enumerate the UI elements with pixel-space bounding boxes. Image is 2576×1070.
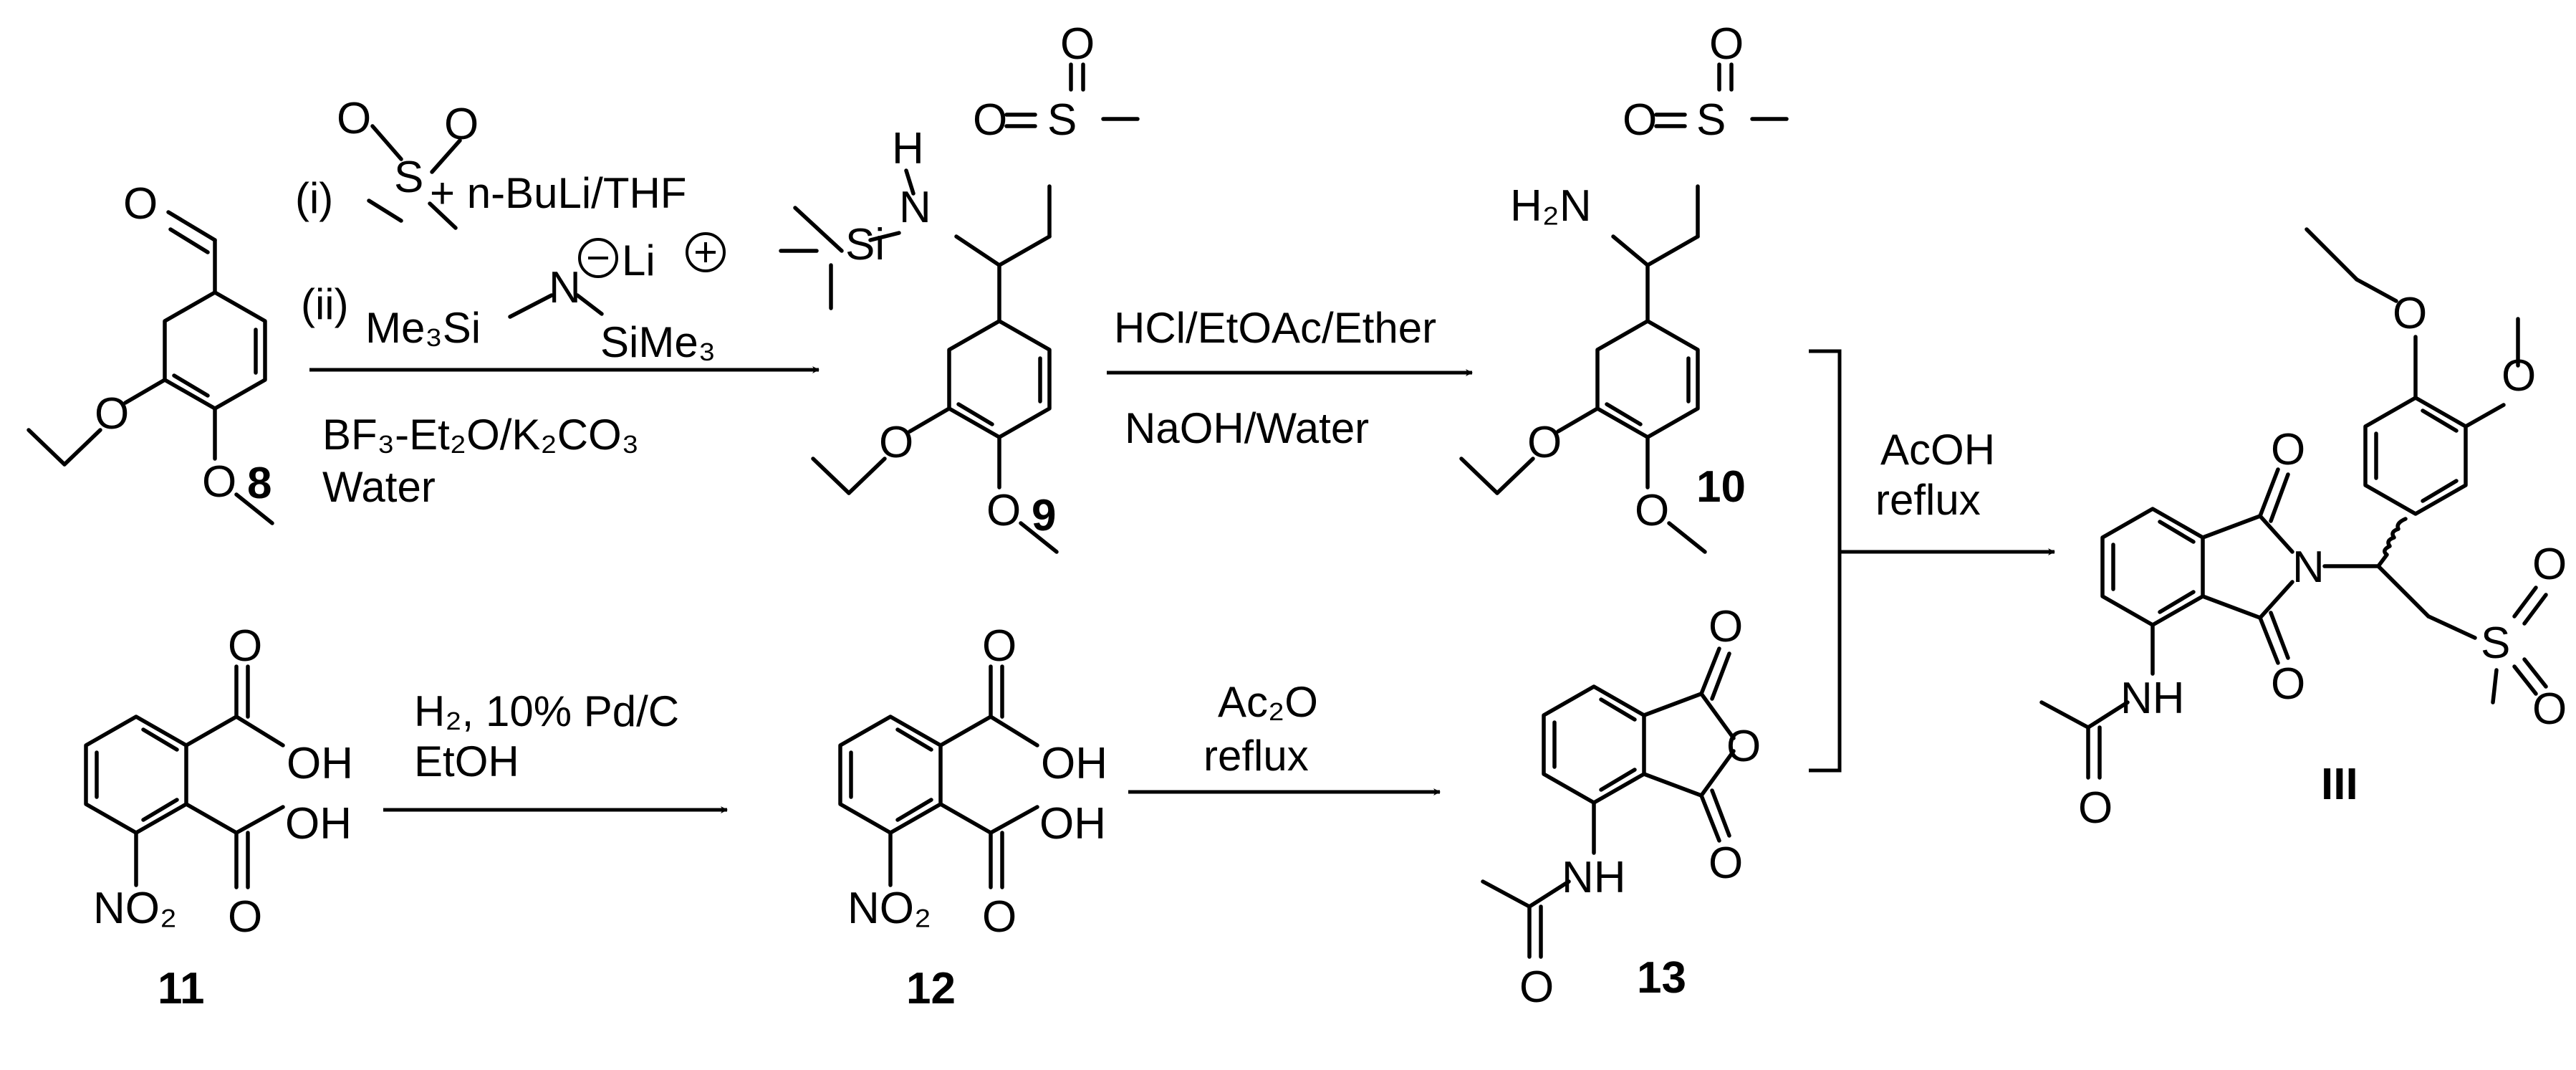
compound-9-si: Si: [845, 220, 885, 269]
compound-12-carboxyl-o2: O: [982, 892, 1017, 942]
compound-III-methoxy-o: O: [2501, 351, 2536, 401]
compound-12-carboxyl-o1: O: [982, 621, 1017, 671]
dmso-o-right: O: [444, 100, 479, 149]
compound-13-carbonyl-o2: O: [1708, 839, 1743, 888]
compound-9: H N Si O S O O O 9: [779, 19, 1140, 554]
compound-III-nh: NH: [2120, 674, 2185, 723]
compound-10-s: S: [1696, 95, 1726, 145]
compound-10: H₂N O S O O O 10: [1459, 19, 1789, 554]
compound-12: O OH OH O NO₂ 12: [838, 621, 1107, 1013]
compound-13-nh: NH: [1562, 853, 1626, 902]
step5-acoh: AcOH: [1880, 426, 1995, 474]
step4-ac2o: Ac₂O: [1218, 678, 1318, 726]
compound-III-sulfone-o1: O: [2532, 540, 2567, 589]
compound-9-sulfone-o2: O: [1060, 19, 1095, 69]
compound-8-label: 8: [247, 459, 271, 508]
compound-13-carbonyl-o1: O: [1708, 602, 1743, 651]
compound-9-n: N: [899, 183, 931, 232]
compound-11-carboxyl-o2: O: [228, 892, 262, 942]
dmso-o-left: O: [337, 94, 371, 143]
compound-10-methoxy-o: O: [1635, 486, 1669, 535]
convergence-bracket: [1809, 349, 1842, 773]
compound-8-ethoxy-o: O: [95, 389, 129, 439]
step3-h2-pd: H₂, 10% Pd/C: [414, 687, 679, 735]
step5-reflux: reflux: [1875, 476, 1981, 524]
compound-III-sulfone-o2: O: [2532, 684, 2567, 734]
compound-11: O OH OH O NO₂ 11: [84, 621, 353, 1013]
compound-10-h2n: H₂N: [1510, 181, 1592, 231]
compound-III-label: III: [2321, 760, 2358, 809]
compound-III-carbonyl-o1: O: [2271, 425, 2305, 474]
compound-11-oh2: OH: [285, 799, 352, 849]
compound-III: N O O NH O O O S O O III: [2039, 227, 2567, 833]
compound-9-methoxy-o: O: [986, 486, 1021, 535]
lihmds-li: Li: [622, 237, 655, 285]
compound-9-sulfone-o1: O: [973, 95, 1007, 145]
step2-hcl: HCl/EtOAc/Ether: [1114, 304, 1436, 352]
step1-bf3: BF₃-Et₂O/K₂CO₃: [322, 411, 639, 459]
compound-III-n: N: [2292, 543, 2325, 592]
compound-III-ethoxy-o: O: [2393, 289, 2427, 338]
compound-13: O O O NH O 13: [1481, 602, 1761, 1012]
compound-9-ethoxy-o: O: [879, 418, 913, 467]
step3-conditions: H₂, 10% Pd/C EtOH: [383, 687, 728, 813]
compound-11-oh1: OH: [287, 739, 353, 788]
step4-conditions: Ac₂O reflux: [1128, 678, 1441, 796]
compound-III-acetyl-o: O: [2078, 783, 2113, 833]
step1-label-ii: (ii): [301, 280, 349, 328]
compound-9-s: S: [1047, 95, 1077, 145]
compound-10-sulfone-o2: O: [1709, 19, 1744, 69]
compound-11-carboxyl-o1: O: [228, 621, 262, 671]
compound-8-aldehyde-o: O: [123, 179, 158, 229]
compound-11-label: 11: [158, 964, 205, 1013]
step1-label-i: (i): [295, 174, 333, 222]
compound-9-label: 9: [1032, 491, 1056, 540]
dmso-s: S: [394, 153, 423, 202]
compound-III-s: S: [2481, 618, 2510, 668]
compound-10-sulfone-o1: O: [1623, 95, 1657, 145]
compound-12-oh1: OH: [1041, 739, 1107, 788]
lihmds-me3si-left: Me₃Si: [365, 304, 481, 352]
step1-water: Water: [322, 463, 436, 511]
step1-butyllithium: + n-BuLi/THF: [430, 169, 686, 217]
compound-12-no2: NO₂: [847, 884, 931, 933]
compound-13-label: 13: [1637, 953, 1686, 1003]
lihmds-sime3-right: SiMe₃: [600, 318, 716, 366]
step1-conditions: (i) O O S + n-BuLi/THF (ii) Me₃Si N SiMe…: [295, 94, 820, 511]
compound-III-carbonyl-o2: O: [2271, 659, 2305, 709]
step3-etoh: EtOH: [414, 737, 519, 785]
compound-13-acetyl-o: O: [1519, 962, 1554, 1012]
compound-13-ring-o: O: [1726, 722, 1761, 771]
step2-conditions: HCl/EtOAc/Ether NaOH/Water: [1107, 304, 1473, 452]
compound-11-no2: NO₂: [93, 884, 177, 933]
compound-12-oh2: OH: [1039, 799, 1106, 849]
lihmds-n: N: [549, 263, 581, 312]
step2-naoh: NaOH/Water: [1125, 404, 1369, 452]
compound-10-ethoxy-o: O: [1527, 418, 1562, 467]
compound-10-label: 10: [1696, 462, 1746, 512]
compound-8-methoxy-o: O: [202, 457, 236, 507]
compound-9-nh-h: H: [892, 124, 924, 173]
step4-reflux: reflux: [1203, 732, 1309, 780]
compound-12-label: 12: [906, 964, 956, 1013]
step5-conditions: AcOH reflux: [1809, 349, 2055, 773]
compound-8: O O O 8: [27, 179, 274, 525]
